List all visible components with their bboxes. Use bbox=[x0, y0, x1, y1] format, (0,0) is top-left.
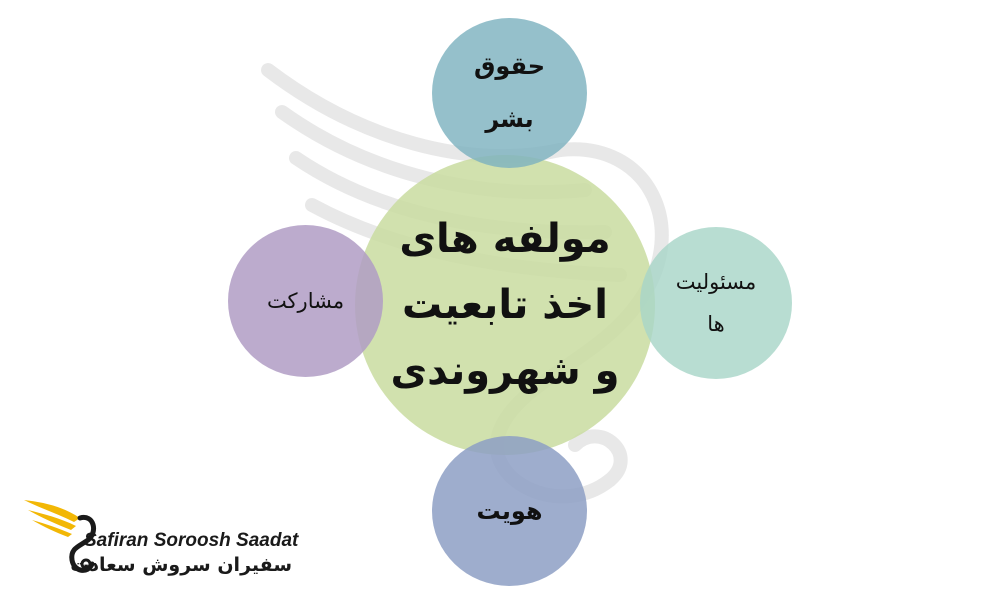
bottom-node-label: هویت bbox=[476, 497, 543, 525]
logo-name-english: Safiran Soroosh Saadat bbox=[84, 530, 299, 551]
company-logo: Safiran Soroosh Saadat سفیران سروش سعادت bbox=[22, 492, 302, 582]
left-node: مشارکت bbox=[228, 225, 383, 377]
left-node-label: مشارکت bbox=[266, 289, 345, 313]
right-node-label: مسئولیت ها bbox=[675, 270, 757, 336]
top-node: حقوق بشر bbox=[432, 18, 587, 168]
bottom-node: هویت bbox=[432, 436, 587, 586]
right-node: مسئولیت ها bbox=[640, 227, 792, 379]
center-node: مولفه های اخذ تابعیت و شهروندی bbox=[355, 155, 655, 455]
top-node-label: حقوق بشر bbox=[473, 52, 546, 133]
logo-name-persian: سفیران سروش سعادت bbox=[70, 554, 292, 576]
bird-logo-icon bbox=[24, 500, 97, 573]
center-node-label: مولفه های اخذ تابعیت و شهروندی bbox=[390, 216, 620, 394]
